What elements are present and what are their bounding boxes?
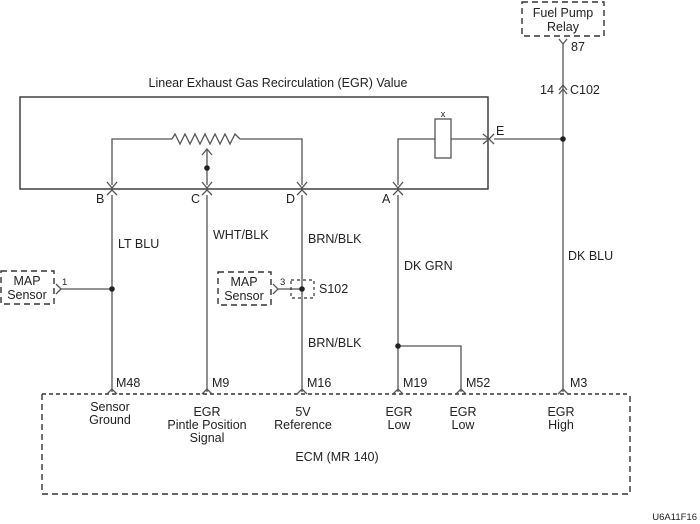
relay-pin-connector-icon	[558, 38, 568, 46]
c102-name-label: C102	[570, 83, 600, 97]
resistor-icon	[171, 132, 241, 146]
solenoid: x	[397, 109, 488, 185]
pin-c-label: C	[191, 192, 200, 206]
junction-map-1-dot	[109, 286, 115, 292]
pin-m3-connector-icon	[557, 388, 569, 395]
map-sensor-2: MAP Sensor 3 S102	[217, 271, 348, 306]
map-2-pin-label: 3	[280, 277, 285, 288]
map-sensor-1: MAP Sensor 1	[0, 270, 115, 305]
m3-function-2: High	[548, 418, 574, 432]
ecm-box	[41, 394, 631, 495]
ecm: M48 M9 M16 M19 M52 M3 Sensor Ground EGR …	[41, 376, 631, 495]
solenoid-mark: x	[441, 109, 446, 120]
splice-s102-box	[290, 279, 315, 299]
fuel-pump-relay: Fuel Pump Relay 87	[521, 1, 605, 54]
pin-m16-label: M16	[307, 376, 331, 390]
relay-pin-label: 87	[571, 40, 585, 54]
map-2-connector-icon	[272, 283, 279, 295]
m16-function-1: 5V	[295, 405, 311, 419]
pin-a-connector-icon	[392, 181, 404, 196]
splice-label: S102	[319, 282, 348, 296]
map-sensor-1-box	[0, 270, 55, 305]
map-sensor-1-label-1: MAP	[13, 274, 40, 288]
pin-m3-label: M3	[570, 376, 587, 390]
potentiometer	[111, 132, 303, 185]
egr-valve-title: Linear Exhaust Gas Recirculation (EGR) V…	[149, 76, 408, 90]
pin-e-connector-icon	[482, 133, 495, 145]
wire-dk-grn-branch	[398, 345, 462, 392]
solenoid-coil-icon	[434, 118, 452, 159]
pot-wire-d	[240, 138, 303, 185]
m52-function-1: EGR	[449, 405, 476, 419]
map-sensor-2-box	[217, 271, 272, 306]
fuel-pump-relay-box	[521, 1, 605, 37]
map-sensor-1-label-2: Sensor	[7, 288, 47, 302]
splice-s102-dot	[299, 286, 305, 292]
c102-pin-label: 14	[540, 83, 554, 97]
pin-m52-label: M52	[466, 376, 490, 390]
pin-m9-label: M9	[212, 376, 229, 390]
map-sensor-2-label-2: Sensor	[224, 289, 264, 303]
wiper-arrow-icon	[201, 147, 213, 156]
pin-m19-connector-icon	[392, 388, 404, 395]
wire-label-dk-blu: DK BLU	[568, 249, 613, 263]
pin-m52-connector-icon	[455, 388, 467, 395]
connector-c102: 14 C102	[540, 83, 600, 97]
ecm-title: ECM (MR 140)	[295, 450, 378, 464]
m9-function-1: EGR	[193, 405, 220, 419]
m19-function-2: Low	[388, 418, 412, 432]
pin-c-connector-icon	[201, 181, 213, 196]
figure-id: U6A11F16	[652, 512, 697, 523]
pin-m48-connector-icon	[106, 388, 118, 395]
m48-function-2: Ground	[89, 413, 131, 427]
pin-m48-label: M48	[116, 376, 140, 390]
wire-label-brn-blk-upper: BRN/BLK	[308, 232, 362, 246]
junction-dk-grn-dot	[395, 343, 401, 349]
m52-function-2: Low	[452, 418, 476, 432]
pin-m16-connector-icon	[296, 388, 308, 395]
map-1-pin-label: 1	[62, 277, 67, 288]
pin-d-label: D	[286, 192, 295, 206]
wire-label-wht-blk: WHT/BLK	[213, 228, 269, 242]
wire-label-brn-blk-lower: BRN/BLK	[308, 336, 362, 350]
wire-label-lt-blu: LT BLU	[118, 237, 159, 251]
egr-valve-box	[19, 96, 489, 190]
pin-m19-label: M19	[403, 376, 427, 390]
m48-function-1: Sensor	[90, 400, 130, 414]
m9-function-3: Signal	[190, 431, 225, 445]
pin-b-connector-icon	[106, 181, 118, 196]
map-sensor-2-label-1: MAP	[230, 275, 257, 289]
pot-wire-b	[111, 138, 172, 185]
pin-e-label: E	[496, 124, 504, 138]
junction-e-dot	[560, 136, 566, 142]
map-1-connector-icon	[55, 283, 62, 295]
egr-pin-connectors: B C D A E	[96, 124, 504, 206]
pin-b-label: B	[96, 192, 104, 206]
solenoid-wire-a	[397, 138, 435, 185]
pin-m9-connector-icon	[201, 388, 213, 395]
m16-function-2: Reference	[274, 418, 332, 432]
fuel-pump-relay-label-1: Fuel Pump	[533, 6, 593, 20]
pin-a-label: A	[382, 192, 391, 206]
c102-connector-icon	[558, 83, 568, 95]
m3-function-1: EGR	[547, 405, 574, 419]
wire-label-dk-grn: DK GRN	[404, 259, 453, 273]
pin-d-connector-icon	[296, 181, 308, 196]
fuel-pump-relay-label-2: Relay	[547, 20, 580, 34]
m19-function-1: EGR	[385, 405, 412, 419]
m9-function-2: Pintle Position	[167, 418, 246, 432]
wiper-junction-dot	[204, 165, 210, 171]
